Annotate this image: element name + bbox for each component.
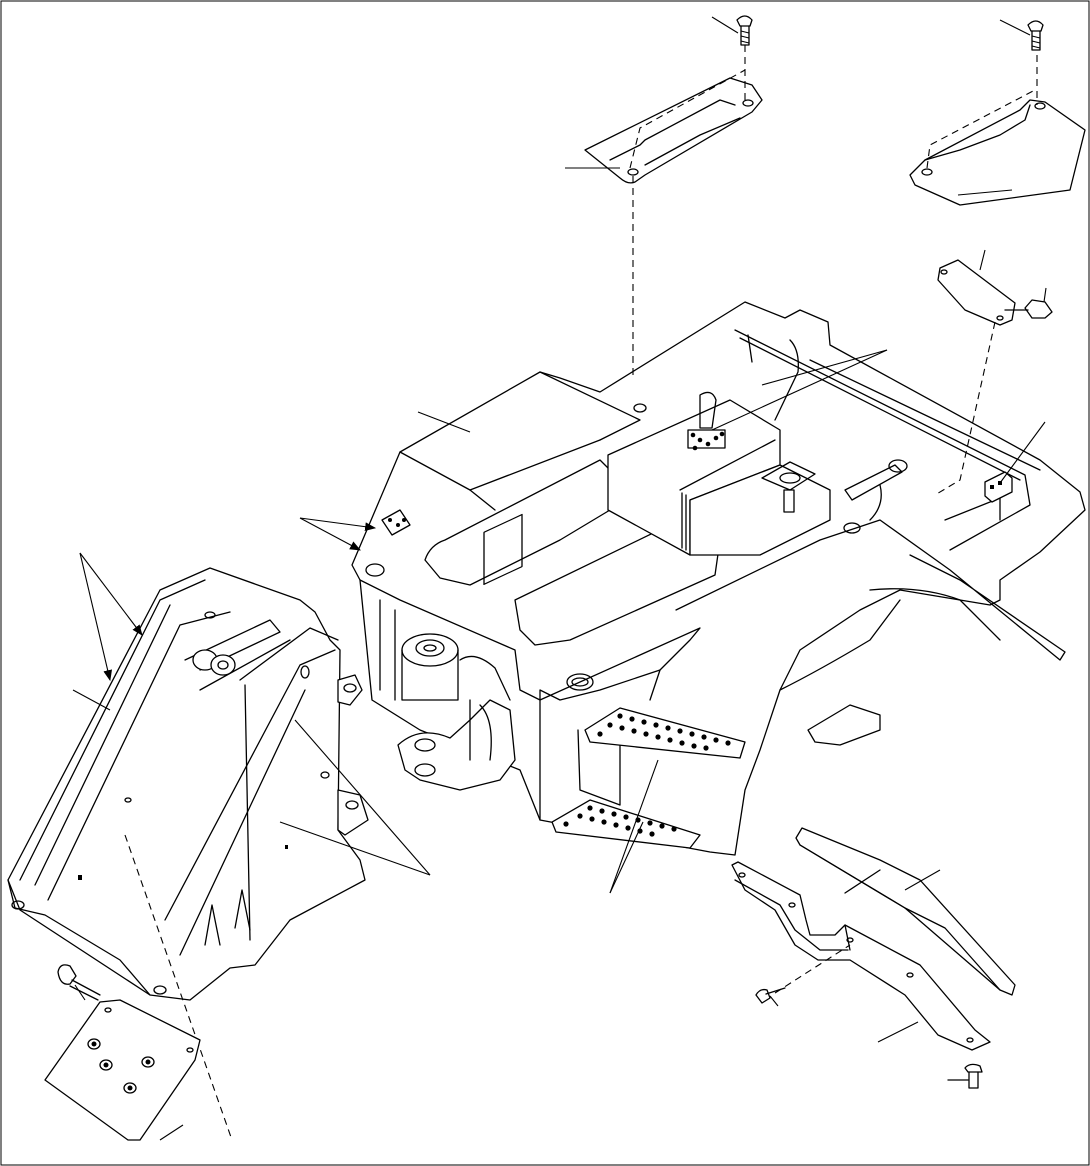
leader-line-icon: [711, 349, 888, 431]
leader-line-icon: [629, 69, 746, 169]
leader-line-icon: [609, 821, 644, 894]
side-bracket: [937, 259, 1016, 326]
arrow-icon: [79, 552, 113, 682]
leader-line-icon: [609, 759, 659, 894]
leader-line-icon: [904, 869, 941, 891]
upper-left-cover: [584, 77, 763, 184]
arrows: [79, 517, 377, 682]
leader-line-icon: [279, 821, 431, 876]
leader-line-icon: [72, 689, 111, 711]
leader-line-icon: [769, 995, 779, 1007]
loader-tower: [7, 567, 369, 1001]
bolt-icon: [1004, 299, 1053, 319]
bolt-icon: [1027, 20, 1044, 51]
leader-line-icon: [774, 944, 851, 994]
upper-frame: [351, 301, 1086, 856]
leader-line-icon: [417, 411, 471, 433]
leader-line-icon: [957, 189, 1013, 196]
arrow-icon: [299, 517, 361, 551]
leader-line-icon: [74, 984, 86, 1001]
bolt-icon: [947, 1063, 983, 1089]
leader-lines: [72, 16, 1047, 1141]
lower-right-guard: [731, 861, 991, 1051]
bolt-icon: [57, 964, 101, 1001]
leader-line-icon: [124, 834, 233, 1141]
leader-line-icon: [711, 16, 739, 34]
leader-line-icon: [877, 1021, 919, 1043]
leader-line-icon: [926, 89, 1036, 169]
bolt-icon: [755, 987, 786, 1004]
leader-line-icon: [294, 719, 431, 876]
arrow-icon: [79, 552, 143, 636]
leader-line-icon: [1043, 287, 1047, 303]
tower-base-plate: [44, 999, 201, 1141]
upper-right-cover: [909, 99, 1086, 206]
leader-line-icon: [999, 421, 1046, 484]
leader-line-icon: [159, 1124, 184, 1141]
lower-right-cover: [795, 827, 1016, 996]
leader-line-icon: [979, 249, 986, 271]
bolt-icon: [736, 15, 753, 46]
arrow-icon: [299, 517, 377, 532]
leader-line-icon: [761, 349, 888, 386]
leader-line-icon: [934, 321, 996, 496]
step-plates: [551, 707, 746, 849]
leader-line-icon: [999, 19, 1031, 36]
